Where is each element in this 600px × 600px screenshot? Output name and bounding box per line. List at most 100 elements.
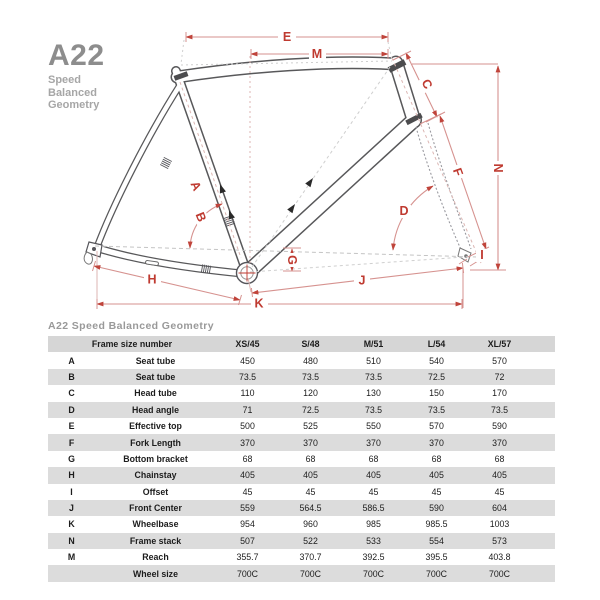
value-cell: 405 — [240, 470, 255, 481]
dimension-name-cell: Frame stack — [129, 535, 182, 546]
effective-top-line — [180, 60, 393, 66]
seatstay-hatch — [159, 156, 173, 170]
geometry-table-section: A22 Speed Balanced Geometry Frame size n… — [48, 320, 555, 582]
tagline-line: Speed — [48, 74, 82, 86]
size-column-header: XS/45 — [235, 339, 260, 350]
dim-label-M: M — [312, 47, 322, 61]
table-title: A22 Speed Balanced Geometry — [48, 320, 215, 332]
value-cell: 500 — [240, 421, 255, 432]
dimension-ticks — [92, 32, 506, 309]
dimension-labels: E M C F N G A B D H I J K — [144, 30, 505, 311]
dimension-letter-cell: I — [70, 486, 73, 497]
value-cell: 522 — [303, 535, 318, 546]
frame-tube-cores — [94, 57, 421, 280]
value-cell: 540 — [429, 355, 444, 366]
dimension-name-cell: Bottom bracket — [123, 453, 188, 464]
value-cell: 370 — [366, 437, 381, 448]
dim-label-D: D — [399, 204, 408, 218]
dimension-letter-cell: B — [68, 371, 75, 382]
value-cell: 68 — [494, 453, 505, 464]
bb-to-head-line — [251, 66, 391, 268]
value-cell: 586.5 — [362, 503, 385, 514]
value-cell: 130 — [366, 388, 381, 399]
value-cell: 45 — [431, 486, 442, 497]
value-cell: 403.8 — [488, 552, 511, 563]
value-cell: 73.5 — [364, 404, 383, 415]
brand-block: A22 Speed Balanced Geometry — [48, 39, 105, 112]
dimension-name-cell: Chainstay — [134, 470, 177, 481]
value-cell: 73.5 — [364, 371, 383, 382]
dim-H-line — [93, 265, 241, 301]
dimension-letter-cell: M — [67, 552, 76, 563]
cable-slot — [145, 260, 159, 266]
value-cell: 73.5 — [490, 404, 509, 415]
value-cell: 72.5 — [427, 371, 446, 382]
dim-label-I: I — [480, 248, 483, 262]
value-cell: 985.5 — [425, 519, 448, 530]
dim-label-N: N — [491, 163, 505, 172]
value-cell: 700C — [236, 568, 259, 579]
bottom-bracket — [235, 261, 259, 285]
dimension-letter-cell: G — [68, 453, 75, 464]
value-cell: 73.5 — [301, 371, 320, 382]
size-column-header: M/51 — [363, 339, 384, 350]
value-cell: 985 — [366, 519, 381, 530]
value-cell: 1003 — [489, 519, 510, 530]
front-center-line — [249, 256, 465, 273]
value-cell: 370 — [492, 437, 507, 448]
dimension-letter-cell: E — [68, 421, 75, 432]
dimension-name-cell: Offset — [142, 486, 169, 497]
dimension-name-cell: Wheel size — [133, 568, 178, 579]
value-cell: 45 — [494, 486, 505, 497]
model-name: A22 — [48, 39, 105, 72]
value-cell: 170 — [492, 388, 507, 399]
value-cell: 110 — [240, 388, 255, 399]
value-cell: 370 — [303, 437, 318, 448]
value-cell: 570 — [492, 355, 507, 366]
dimension-name-cell: Seat tube — [135, 371, 176, 382]
value-cell: 355.7 — [236, 552, 259, 563]
value-cell: 570 — [429, 421, 444, 432]
dimension-letter-cell: H — [68, 470, 75, 481]
dimension-letter-cell: C — [68, 388, 75, 399]
value-cell: 559 — [240, 503, 255, 514]
dimension-letter-cell: N — [68, 535, 75, 546]
model-tagline: Speed Balanced Geometry — [48, 74, 105, 112]
fork-phantom — [415, 122, 472, 253]
size-column-header: L/54 — [427, 339, 446, 350]
dimension-name-cell: Reach — [142, 552, 169, 563]
dimension-letter-cell: D — [68, 404, 75, 415]
value-cell: 73.5 — [238, 371, 257, 382]
value-cell: 700C — [299, 568, 322, 579]
value-cell: 72.5 — [301, 404, 320, 415]
dim-label-E: E — [283, 30, 291, 44]
value-cell: 507 — [240, 535, 255, 546]
value-cell: 954 — [240, 519, 255, 530]
value-cell: 554 — [429, 535, 444, 546]
construction-lines — [94, 39, 498, 308]
dim-label-H: H — [147, 273, 156, 287]
value-cell: 700C — [425, 568, 448, 579]
size-column-header: S/48 — [301, 339, 320, 350]
headset-top-cap — [387, 59, 407, 73]
dim-label-K: K — [254, 297, 263, 311]
value-cell: 700C — [488, 568, 511, 579]
dimension-name-cell: Seat tube — [135, 355, 176, 366]
dimension-letter-cell: J — [69, 503, 74, 514]
value-cell: 45 — [368, 486, 379, 497]
value-cell: 395.5 — [425, 552, 448, 563]
value-cell: 392.5 — [362, 552, 385, 563]
dimension-name-cell: Fork Length — [130, 437, 181, 448]
frame-geometry-diagram: E M C F N G A B D H I J K — [83, 30, 506, 311]
dim-label-C: C — [419, 77, 436, 91]
value-cell: 480 — [303, 355, 318, 366]
